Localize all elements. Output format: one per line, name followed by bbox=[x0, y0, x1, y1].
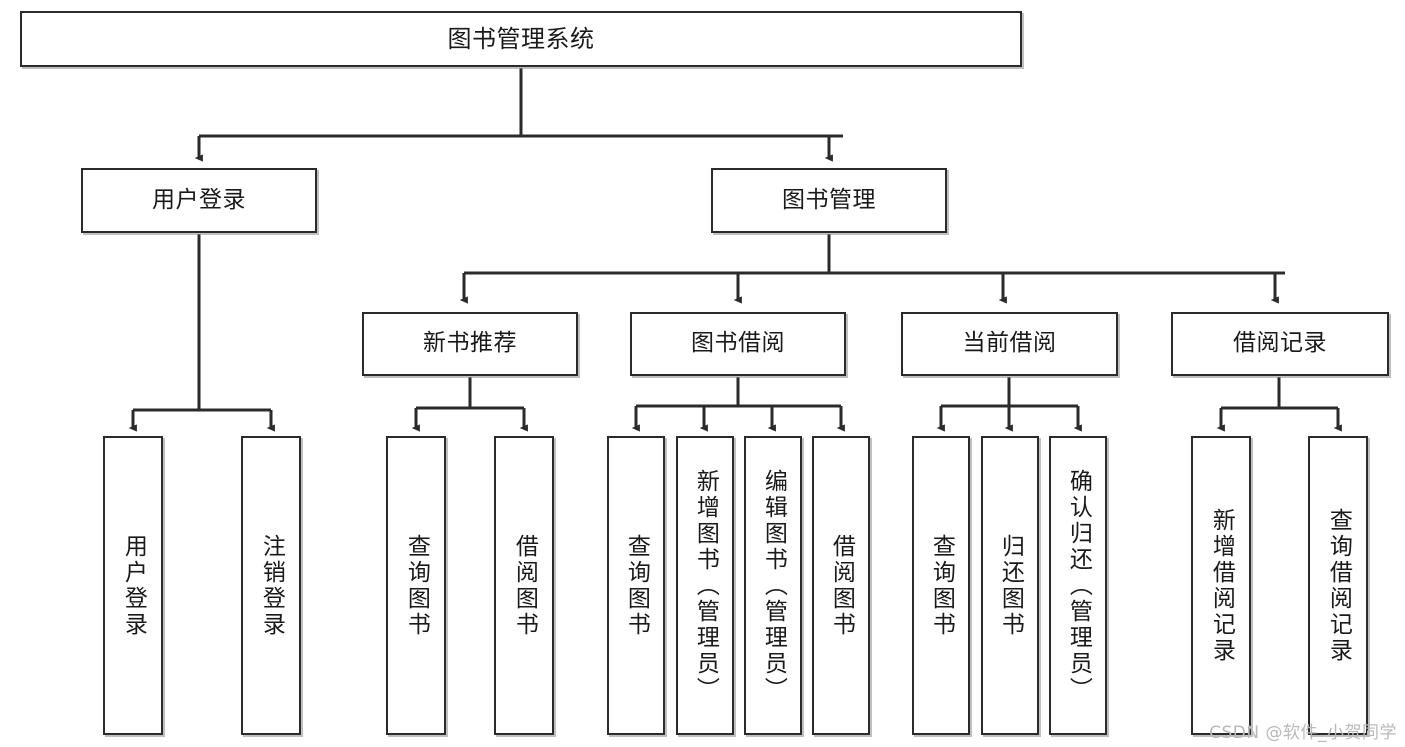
csdn-watermark: CSDN @软件_小贺同学 bbox=[1209, 723, 1397, 743]
leaf-confirm-return[interactable]: 确认归还（管理员） bbox=[1049, 436, 1107, 735]
leaf-add-record[interactable]: 新增借阅记录 bbox=[1191, 436, 1251, 735]
node-book-borrow-label: 图书借阅 bbox=[691, 330, 785, 357]
leaf-confirm-return-label: 确认归还（管理员） bbox=[1065, 468, 1092, 703]
node-borrow-record[interactable]: 借阅记录 bbox=[1171, 312, 1389, 376]
leaf-logout-label: 注销登录 bbox=[258, 533, 285, 638]
node-book-borrow[interactable]: 图书借阅 bbox=[630, 312, 846, 376]
leaf-borrow-book-1-label: 借阅图书 bbox=[511, 533, 538, 638]
leaf-query-book-3-label: 查询图书 bbox=[928, 533, 955, 638]
leaf-query-book-1-label: 查询图书 bbox=[403, 533, 430, 638]
leaf-borrow-book-2[interactable]: 借阅图书 bbox=[812, 436, 870, 735]
leaf-edit-book[interactable]: 编辑图书（管理员） bbox=[744, 436, 802, 735]
leaf-borrow-book-1[interactable]: 借阅图书 bbox=[494, 436, 554, 735]
leaf-borrow-book-2-label: 借阅图书 bbox=[828, 533, 855, 638]
leaf-add-book-label: 新增图书（管理员） bbox=[692, 468, 719, 703]
leaf-user-login[interactable]: 用户登录 bbox=[103, 436, 163, 735]
node-book-management[interactable]: 图书管理 bbox=[711, 168, 947, 233]
node-root-label: 图书管理系统 bbox=[447, 24, 595, 53]
node-current-borrow-label: 当前借阅 bbox=[962, 330, 1057, 357]
leaf-edit-book-label: 编辑图书（管理员） bbox=[760, 468, 787, 703]
node-new-book-recommend-label: 新书推荐 bbox=[423, 330, 517, 357]
leaf-add-book[interactable]: 新增图书（管理员） bbox=[676, 436, 734, 735]
leaf-query-book-1[interactable]: 查询图书 bbox=[386, 436, 446, 735]
node-user-login-label: 用户登录 bbox=[152, 186, 246, 213]
leaf-return-book-label: 归还图书 bbox=[997, 533, 1024, 638]
leaf-logout[interactable]: 注销登录 bbox=[241, 436, 301, 735]
leaf-query-book-3[interactable]: 查询图书 bbox=[912, 436, 970, 735]
leaf-query-record[interactable]: 查询借阅记录 bbox=[1308, 436, 1368, 735]
node-root[interactable]: 图书管理系统 bbox=[20, 11, 1022, 67]
node-new-book-recommend[interactable]: 新书推荐 bbox=[362, 312, 578, 376]
leaf-query-book-2-label: 查询图书 bbox=[623, 533, 650, 638]
node-book-management-label: 图书管理 bbox=[782, 186, 876, 213]
node-user-login[interactable]: 用户登录 bbox=[81, 168, 317, 233]
leaf-query-book-2[interactable]: 查询图书 bbox=[607, 436, 665, 735]
leaf-return-book[interactable]: 归还图书 bbox=[981, 436, 1039, 735]
leaf-query-record-label: 查询借阅记录 bbox=[1325, 507, 1352, 664]
node-current-borrow[interactable]: 当前借阅 bbox=[901, 312, 1118, 376]
leaf-user-login-label: 用户登录 bbox=[120, 533, 147, 638]
node-borrow-record-label: 借阅记录 bbox=[1233, 330, 1327, 357]
leaf-add-record-label: 新增借阅记录 bbox=[1208, 507, 1235, 664]
